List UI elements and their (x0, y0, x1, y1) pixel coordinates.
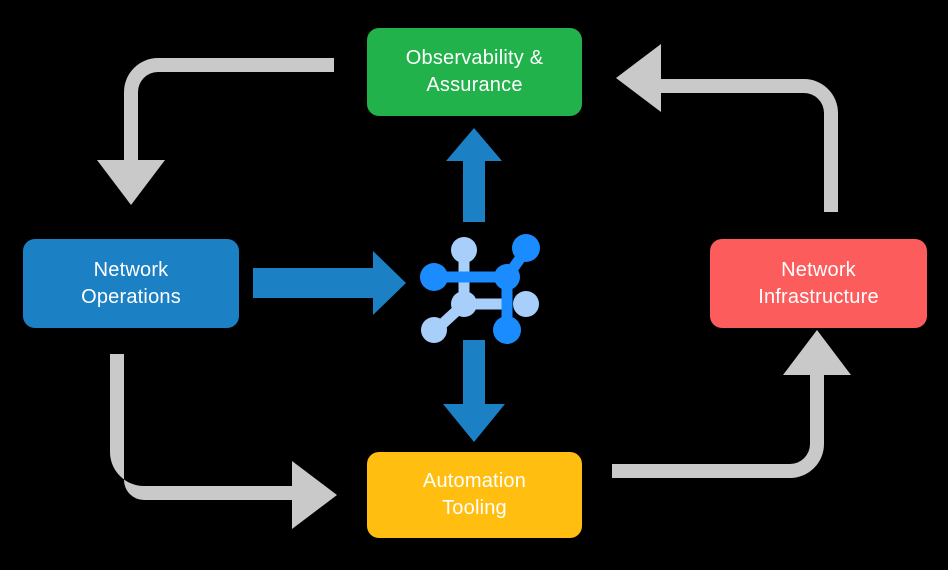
topology-nodes-secondary (421, 237, 539, 343)
gray-arrow-automation-to-infrastructure (612, 330, 851, 478)
node-observability-assurance[interactable]: Observability & Assurance (367, 28, 582, 116)
gray-arrow-observability-to-operations (97, 58, 334, 205)
network-topology-icon (420, 234, 540, 344)
topology-links-secondary (432, 244, 513, 334)
node-automation-tooling[interactable]: Automation Tooling (367, 452, 582, 538)
topology-nodes-primary (420, 234, 540, 344)
blue-arrow-center-to-observability (446, 128, 502, 222)
node-network-infrastructure[interactable]: Network Infrastructure (710, 239, 927, 328)
blue-arrow-operations-to-center (253, 251, 406, 315)
node-observability-label: Observability & Assurance (405, 47, 544, 96)
blue-arrow-center-to-automation (443, 340, 505, 442)
gray-arrow-operations-to-automation (110, 354, 337, 529)
node-network-operations-label: Network Operations (81, 258, 181, 308)
gray-arrow-infrastructure-to-observability (616, 44, 838, 212)
node-network-operations[interactable]: Network Operations (23, 239, 239, 328)
node-network-infrastructure-label: Network Infrastructure (758, 258, 879, 308)
node-automation-tooling-label: Automation Tooling (422, 470, 527, 519)
